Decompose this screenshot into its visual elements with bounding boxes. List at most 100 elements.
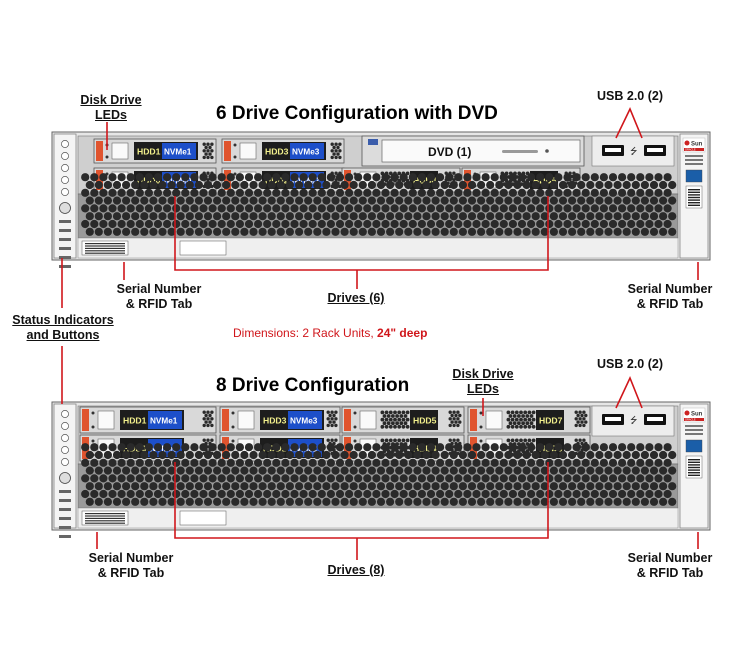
vent-hole [508,414,513,418]
vent-hole [158,180,167,190]
vent-hole [149,227,158,236]
vent-hole [199,188,208,197]
drive-latch [96,170,103,190]
vent-hole [659,497,668,506]
vent-hole [536,443,545,452]
drive-led [91,411,95,415]
label-text-mark [685,159,703,161]
vent-hole [529,414,534,418]
vent-hole [595,196,604,205]
usb-port-left-slot [605,148,621,152]
vent-hole [508,219,517,229]
vent-hole [308,188,317,197]
vent-hole [231,227,240,236]
vent-hole [445,489,454,499]
vent-hole [631,466,640,475]
vent-hole [613,227,622,236]
vent-hole [527,489,536,499]
vent-hole [158,497,167,506]
vent-hole [367,450,376,460]
vent-hole [527,219,536,229]
vent-hole [258,450,267,460]
vent-hole [595,180,604,190]
callout-lines [61,107,699,560]
vent-hole [386,196,395,205]
vent-hole [167,466,176,475]
vent-hole [499,219,508,229]
vent-hole [572,204,581,213]
vent-hole [167,227,176,236]
status-led [61,434,69,442]
vent-hole [449,180,458,190]
vent-hole [103,450,112,460]
vent-hole [513,196,522,205]
vent-hole [108,489,117,499]
vent-hole [181,474,190,483]
vent-hole [640,196,650,205]
vent-hole [431,227,440,236]
vent-hole [436,458,445,467]
status-led [61,140,69,148]
vent-hole [367,196,376,205]
vent-hole [640,482,650,491]
drive-led [231,425,235,429]
vent-hole [440,180,449,190]
vent-hole [345,173,354,182]
vent-hole [568,482,577,491]
status-led [61,152,69,160]
vent-hole [131,497,140,506]
vent-hole [452,171,456,175]
vent-hole [217,173,226,182]
vent-hole [363,489,372,499]
vent-hole [388,410,393,415]
vent-hole [103,482,112,491]
vent-hole [436,173,445,182]
vent-hole [431,497,440,506]
vent-hole [372,173,381,182]
vent-hole [90,173,99,182]
vent-hole [517,489,527,499]
vent-hole [281,443,290,452]
vent-hole [514,438,519,443]
vent-hole [631,497,640,506]
vent-hole [490,173,499,182]
vent-hole [390,204,399,213]
vent-hole [386,497,395,506]
vent-hole [574,423,578,428]
vent-hole [108,474,117,483]
vent-hole [386,212,395,221]
vent-hole [510,438,515,443]
drive-release-button [359,410,377,430]
vent-hole [577,180,586,190]
vent-hole [472,489,481,499]
barcode-line [85,513,125,515]
vent-hole [512,421,517,426]
vent-hole [536,204,545,213]
vent-hole [417,489,426,499]
vent-hole [448,417,452,421]
vent-hole [172,489,181,499]
vent-hole [613,212,622,221]
vent-hole [122,497,131,506]
vent-hole [206,171,210,175]
vent-hole [345,188,354,197]
vent-hole [340,212,349,221]
vent-hole [217,489,226,499]
vent-hole [267,482,276,491]
vent-hole [376,227,386,236]
vent-hole [167,497,176,506]
vent-hole [313,212,322,221]
vent-hole [477,482,486,491]
vent-hole [144,188,153,197]
vent-hole [345,458,354,467]
vent-hole [454,474,463,483]
vent-hole [213,196,222,205]
vent-hole [668,482,677,491]
indicator-text-mark [59,265,71,268]
vent-hole [222,450,231,460]
vent-hole [199,443,208,452]
vent-hole [486,466,495,475]
vent-hole [331,227,340,236]
vent-hole [117,173,126,182]
vent-hole [336,145,340,150]
